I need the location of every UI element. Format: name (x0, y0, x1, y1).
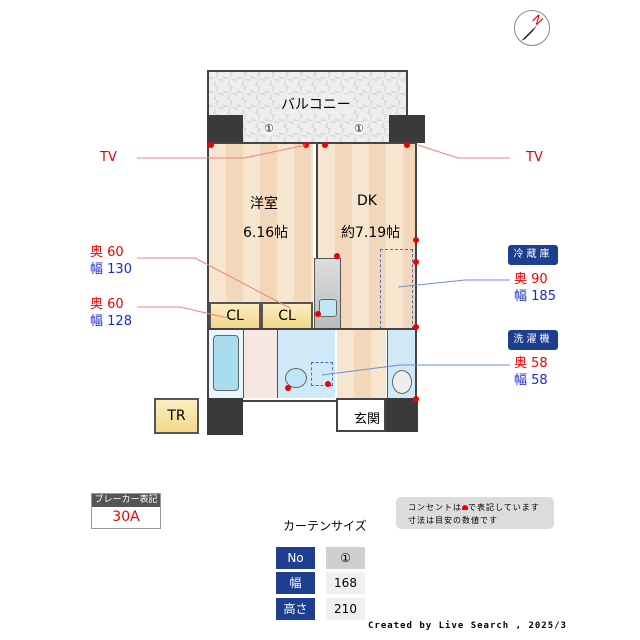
compass: N (514, 10, 550, 46)
washer-badge: 洗濯機 (508, 330, 558, 350)
entrance-label: 玄関 (354, 412, 381, 427)
outlet-icon (334, 253, 340, 259)
lower-wall (207, 328, 417, 330)
closet-1-label: CL (226, 308, 244, 324)
trunk-room: TR (154, 398, 199, 434)
tv-right-label: TV (526, 150, 543, 165)
closet-1-dimensions: 奥 60 幅 130 (90, 245, 132, 277)
outlet-icon (322, 142, 328, 148)
pillar (386, 398, 418, 432)
tv-left-label: TV (100, 150, 117, 165)
pillar (207, 398, 243, 435)
outlet-icon (413, 259, 419, 265)
note-line1-after: で表記しています (468, 503, 540, 512)
north-arrow-icon (521, 25, 537, 41)
fridge-dimensions: 奥 90 幅 185 (514, 272, 556, 304)
breaker-value: 30A (112, 509, 140, 525)
breaker-title: ブレーカー表記 (92, 494, 160, 507)
outlet-icon (413, 324, 419, 330)
note-line1-before: コンセントは (408, 503, 462, 512)
breaker-box: ブレーカー表記 30A (91, 493, 161, 529)
room-western-name: 洋室 (250, 196, 278, 212)
outlet-icon (404, 142, 410, 148)
closet-2-dimensions: 奥 60 幅 128 (90, 297, 132, 329)
credit: Created by Live Search , 2025/3 (368, 621, 567, 631)
pillar (389, 115, 425, 143)
closet-2-label: CL (278, 308, 296, 324)
room-western-size: 6.16帖 (243, 225, 289, 241)
curtain-header-height: 高さ (276, 598, 315, 620)
curtain-header-width: 幅 (276, 572, 315, 594)
entrance: 玄関 (336, 398, 386, 432)
toilet (387, 330, 415, 398)
kitchen (314, 258, 341, 330)
outlet-icon (413, 237, 419, 243)
balcony-label: バルコニー (281, 94, 351, 114)
room-western (209, 144, 313, 302)
note-line2: 寸法は目安の数値です (408, 516, 498, 525)
bathroom (209, 330, 243, 398)
note-box: コンセントはで表記しています 寸法は目安の数値です (396, 497, 554, 529)
curtain-value-no: ① (326, 547, 365, 569)
curtain-header-no: No (276, 547, 315, 569)
outlet-icon (413, 396, 419, 402)
window-number: ① (354, 122, 364, 135)
outlet-icon (285, 385, 291, 391)
trunk-room-label: TR (167, 408, 186, 424)
room-dk-name: DK (357, 193, 377, 209)
curtain-title: カーテンサイズ (283, 519, 367, 533)
dressing (243, 330, 277, 398)
window-number: ① (264, 122, 274, 135)
fridge-badge: 冷蔵庫 (508, 245, 558, 265)
outlet-legend-icon (462, 505, 468, 510)
curtain-value-width: 168 (326, 572, 365, 594)
hallway (337, 330, 386, 398)
washer-dimensions: 奥 58 幅 58 (514, 356, 548, 388)
curtain-value-height: 210 (326, 598, 365, 620)
outlet-icon (208, 142, 214, 148)
closet-2: CL (261, 302, 313, 330)
outlet-icon (325, 381, 331, 387)
outlet-icon (315, 311, 321, 317)
pillar (207, 115, 243, 143)
room-dk-size: 約7.19帖 (341, 225, 401, 241)
